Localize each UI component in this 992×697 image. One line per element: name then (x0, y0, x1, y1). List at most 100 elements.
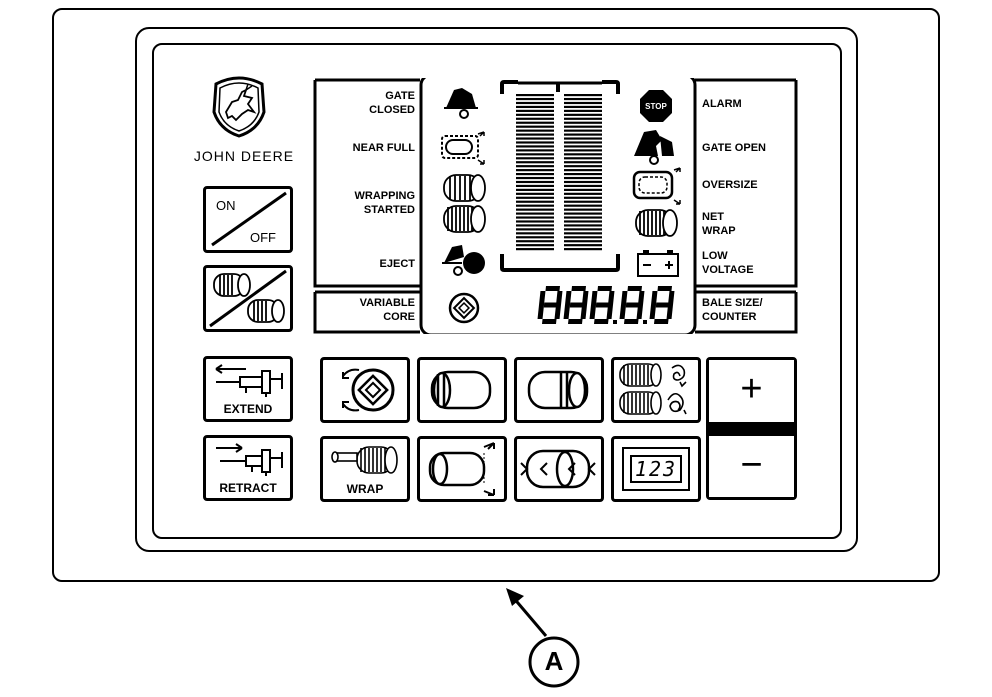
bar-segment (564, 153, 602, 156)
bale-size-small-button[interactable] (417, 357, 507, 423)
bale-roll-icon (209, 269, 287, 328)
bar-segment (564, 117, 602, 120)
bar-segment (564, 188, 602, 191)
on-off-button[interactable]: ON OFF (203, 186, 293, 253)
bar-segment (564, 196, 602, 199)
bale-full-icon (428, 442, 495, 496)
bar-segment (516, 184, 554, 188)
bar-segment (516, 240, 554, 243)
bar-segment (516, 121, 554, 124)
bar-segment (516, 196, 554, 199)
bar-segment (516, 232, 554, 235)
bar-segment (516, 236, 554, 239)
bale-shape-icon (520, 449, 596, 489)
eject-icon (440, 243, 492, 281)
retract-button[interactable]: RETRACT (203, 435, 293, 501)
bar-segment (516, 105, 554, 109)
plus-label: + (740, 368, 763, 410)
minus-button[interactable]: − (709, 436, 794, 497)
bar-segment (516, 129, 554, 132)
bar-segment (516, 244, 554, 247)
bar-segment (564, 157, 602, 160)
bar-segment (516, 228, 554, 231)
bar-segment (516, 180, 554, 184)
bar-segment (516, 248, 554, 251)
bar-segment (516, 97, 554, 101)
callout-label: A (544, 646, 564, 676)
plus-button[interactable]: + (709, 360, 794, 422)
retract-cylinder-icon (216, 443, 283, 476)
console-panel (152, 43, 842, 539)
oversize-label: OVERSIZE (702, 179, 758, 191)
variable-core-icon (447, 291, 481, 325)
bale-size-bar-graph (500, 80, 620, 273)
bar-segment (564, 145, 602, 148)
callout-arrow (500, 582, 590, 692)
digit (537, 286, 563, 324)
bar-segment (564, 161, 602, 164)
bale-cylinder-icon (430, 370, 492, 410)
bale-mode-toggle-button[interactable] (203, 265, 293, 332)
retract-label: RETRACT (219, 481, 277, 495)
extend-label: EXTEND (223, 402, 273, 416)
bar-segment (516, 125, 554, 128)
bar-segment (516, 133, 554, 136)
wrap-button[interactable]: WRAP (320, 436, 410, 502)
john-deere-logo (208, 72, 270, 138)
counter-digits-text: 123 (630, 455, 682, 483)
bar-segment (564, 228, 602, 231)
bar-segment (516, 157, 554, 160)
bar-segment (516, 200, 554, 203)
bale-counter-digits (536, 284, 682, 328)
gate-open-icon (632, 126, 682, 166)
gate-closed-icon (440, 84, 488, 120)
wrap-turns-button[interactable] (611, 357, 701, 423)
adjust-button-group: + − (706, 357, 797, 500)
gate-open-label: GATE OPEN (702, 142, 766, 154)
monitor-housing (52, 8, 940, 582)
bar-segment (564, 192, 602, 195)
bar-segment (564, 204, 602, 207)
counter-button[interactable]: 123 (611, 436, 701, 502)
bar-segment (564, 240, 602, 243)
near-full-setting-button[interactable] (417, 436, 507, 502)
extend-button[interactable]: EXTEND (203, 356, 293, 422)
bar-segment (564, 244, 602, 247)
variable-core-icon (342, 368, 395, 412)
bale-size-large-button[interactable] (514, 357, 604, 423)
bar-segment (516, 165, 554, 168)
bar-segment (564, 101, 602, 105)
bar-segment (564, 208, 602, 211)
oversize-icon (630, 166, 684, 206)
bar-segment (516, 169, 554, 172)
bar-segment (564, 200, 602, 203)
battery-icon (634, 246, 682, 278)
digit (589, 286, 615, 324)
wrap-turns-icon (619, 363, 687, 415)
bar-segment (516, 109, 554, 112)
bar-segment (564, 129, 602, 132)
net-wrap-roll-icon (331, 446, 398, 474)
bar-segment (564, 149, 602, 152)
bar-segment (516, 113, 554, 116)
bar-segment (564, 216, 602, 219)
bar-segment (516, 137, 554, 140)
bar-segment (564, 236, 602, 239)
bar-segment (564, 184, 602, 188)
counter-icon: 123 (622, 447, 690, 491)
variable-core-button[interactable] (320, 357, 410, 423)
bar-segment (564, 248, 602, 251)
bar-segment (564, 109, 602, 112)
bale-shape-button[interactable] (514, 436, 604, 502)
eject-label: EJECT (379, 258, 415, 270)
bar-segment (516, 101, 554, 105)
bar-segment (516, 216, 554, 219)
net-wrap-icon (632, 207, 682, 241)
wrapping-started-icon-1 (440, 172, 490, 206)
bar-segment (564, 212, 602, 215)
bar-segment (516, 117, 554, 120)
bar-segment (516, 192, 554, 195)
